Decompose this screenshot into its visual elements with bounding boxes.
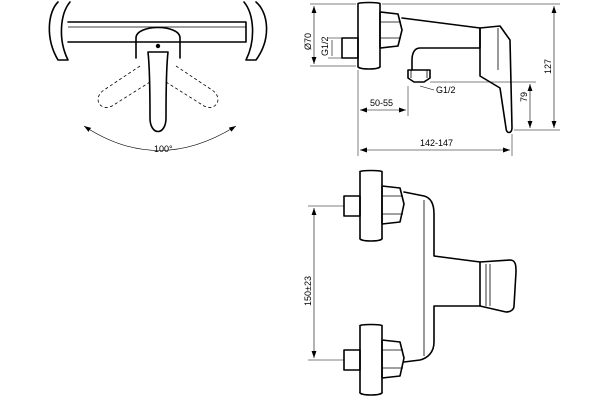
depth-label: 142-147 [420,138,453,148]
wall-distance-label: 50-55 [370,98,393,108]
upper-rosette [359,169,383,242]
left-rosette [48,1,71,61]
inlet-thread [341,37,359,59]
hex-nut [379,11,403,49]
lever-ghost-left [97,65,151,108]
cartridge-housing [135,26,181,59]
front-view: 100° [48,1,268,154]
spacing-label: 150±23 [303,276,313,306]
height-127-label: 127 [543,59,553,74]
side-view: Ø70 G1/2 G1/2 50-55 142-147 79 127 [303,1,560,156]
lower-hex-nut [381,339,405,379]
pivot-point [155,43,161,49]
lower-inlet [343,349,361,371]
body-bar [67,21,247,43]
lever-ghost-right [165,65,219,108]
thread-bottom-label: G1/2 [436,85,456,95]
side-rosette [357,1,381,70]
upper-inlet [343,195,361,217]
angle-label: 100° [154,144,173,154]
upper-hex-nut [381,185,405,225]
diameter-label: Ø70 [303,33,313,50]
shower-outlet [407,69,431,83]
angle-arc [83,125,237,151]
back-lever [479,259,517,313]
lower-rosette [359,323,383,396]
thread-top-label: G1/2 [320,36,330,56]
right-rosette [243,1,268,61]
height-79-label: 79 [519,92,529,102]
lever-center [147,51,169,133]
side-lever [479,25,513,134]
mixer-body [401,17,481,71]
vertical-body [403,191,481,363]
back-view: 150±23 [303,169,517,396]
